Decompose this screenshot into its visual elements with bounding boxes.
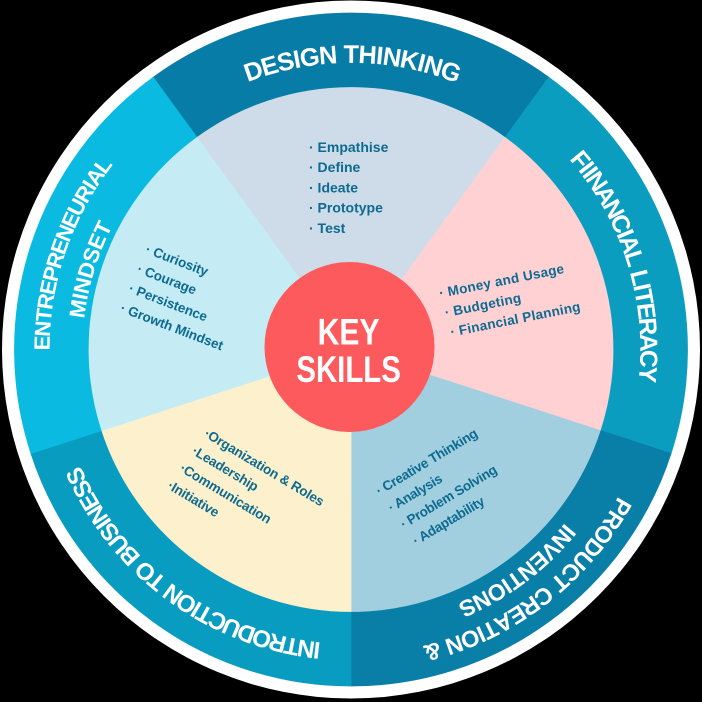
svg-text:P: P [38,264,66,284]
svg-text:N: N [381,43,403,73]
svg-text:A: A [634,333,661,352]
svg-text:T: T [344,41,360,69]
svg-text:M: M [64,298,91,320]
svg-text:D: D [72,259,101,281]
svg-text:T: T [282,631,302,660]
svg-text:SKILLS: SKILLS [296,348,401,390]
svg-text:N: N [295,633,316,662]
svg-text:N: N [318,41,338,70]
svg-text:· Ideate: · Ideate [309,179,358,195]
svg-text:R: R [633,317,661,337]
svg-text:I: I [312,636,322,664]
svg-text:G: G [298,43,321,73]
svg-text:T: T [629,287,658,307]
svg-text:T: T [31,306,57,323]
svg-text:· Test: · Test [309,220,346,236]
svg-text:R: R [32,291,59,311]
svg-text:· Define: · Define [309,159,361,175]
svg-text:I: I [375,42,385,71]
svg-text:R: R [266,627,289,657]
svg-text:H: H [358,41,378,70]
svg-text:S: S [274,47,297,78]
svg-text:E: E [30,335,55,350]
svg-text:R: R [41,249,70,272]
svg-text:I: I [67,291,93,302]
svg-text:&: & [421,637,444,667]
svg-text:N: N [30,320,56,338]
svg-text:Y: Y [633,365,661,384]
svg-text:E: E [35,278,62,297]
svg-text:L: L [624,267,654,288]
svg-text:N: N [69,275,97,296]
svg-text:E: E [631,301,660,321]
svg-text:C: C [634,349,662,368]
svg-text:· Empathise: · Empathise [309,139,389,155]
svg-text:E: E [258,50,282,82]
svg-text:· Prototype: · Prototype [309,200,383,216]
svg-text:KEY: KEY [318,311,380,353]
